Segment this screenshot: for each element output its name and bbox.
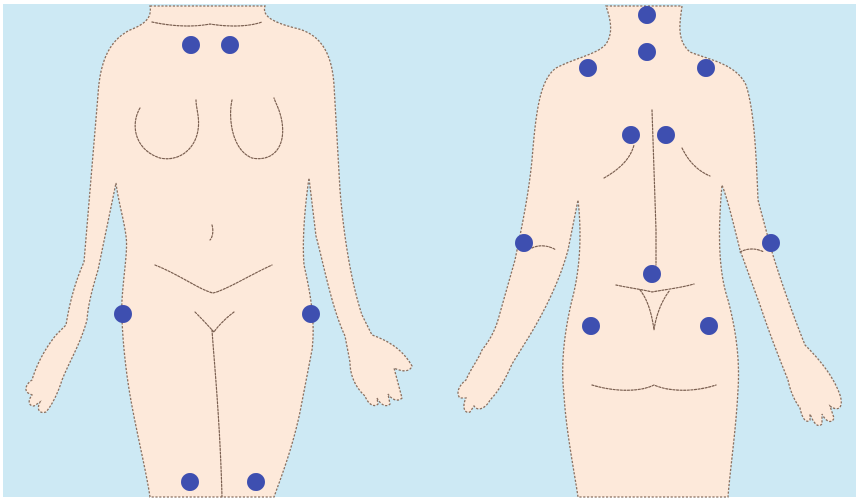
tender-point-back-supraspinatus-right — [657, 126, 675, 144]
tender-point-back-gluteal-right — [700, 317, 718, 335]
tender-point-back-lower-neck — [638, 43, 656, 61]
tender-point-back-trapezius-left — [579, 59, 597, 77]
tender-point-front-lateral-epicondyle-right — [302, 305, 320, 323]
tender-point-front-knee-right — [247, 473, 265, 491]
tender-point-back-trapezius-right — [697, 59, 715, 77]
tender-point-back-elbow-left — [515, 234, 533, 252]
tender-point-back-occiput — [638, 6, 656, 24]
tender-point-front-low-cervical-right — [221, 36, 239, 54]
tender-point-front-low-cervical-left — [182, 36, 200, 54]
tender-point-back-sacrum — [643, 265, 661, 283]
tender-point-back-elbow-right — [762, 234, 780, 252]
tender-point-front-lateral-epicondyle-left — [114, 305, 132, 323]
tender-point-front-knee-left — [181, 473, 199, 491]
tender-point-back-supraspinatus-left — [622, 126, 640, 144]
tender-point-back-gluteal-left — [582, 317, 600, 335]
